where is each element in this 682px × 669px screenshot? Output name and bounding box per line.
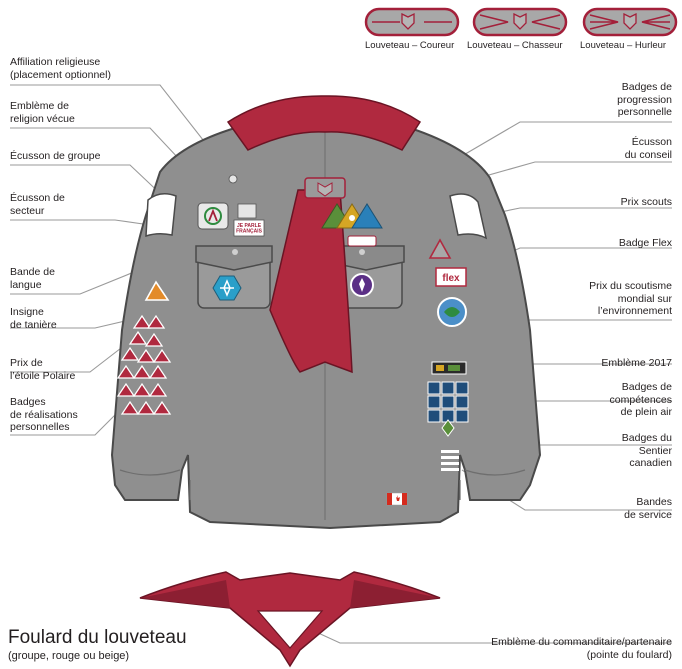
necker-subtitle: (groupe, rouge ou beige): [8, 650, 130, 662]
label-service-stripes: Bandes de service: [624, 496, 672, 521]
sponsor-emblem-area: [256, 610, 324, 649]
rank-badge-howler: [582, 7, 678, 37]
rank-badge-runner: [364, 7, 460, 37]
label-lair-badge: Insigne de tanière: [10, 306, 57, 331]
label-outdoor-skills: Badges de compétences de plein air: [609, 381, 672, 418]
flex-badge-text: flex: [442, 273, 460, 284]
label-council-crest: Écusson du conseil: [624, 136, 672, 161]
label-north-star: Prix de l’étoile Polaire: [10, 357, 76, 382]
label-emblem-2017: Emblème 2017: [601, 357, 672, 369]
scout-awards: [347, 235, 377, 247]
label-language-strip: Bande de langue: [10, 266, 55, 291]
label-religious-affiliation: Affiliation religieuse (placement option…: [10, 56, 111, 81]
religion-emblem: [237, 203, 257, 219]
rank-caption-runner: Louveteau – Coureur: [365, 40, 455, 51]
necker-title: Foulard du louveteau: [8, 627, 187, 648]
label-world-environment: Prix du scoutisme mondial sur l’environn…: [589, 280, 672, 317]
label-scout-awards: Prix scouts: [620, 196, 672, 208]
rank-caption-tracker: Louveteau – Chasseur: [467, 40, 563, 51]
canadian-flag: [386, 492, 408, 506]
language-strip: [233, 219, 265, 237]
sleeve-left-badges: [116, 280, 172, 415]
rank-caption-howler: Louveteau – Hurleur: [580, 40, 667, 51]
religious-affiliation-pin: [228, 174, 238, 184]
sleeve-right-badges: flex: [427, 238, 469, 471]
label-flex: Badge Flex: [618, 237, 672, 249]
label-sponsor-emblem: Emblème du commanditaire/partenaire (poi…: [491, 636, 672, 661]
label-area-crest: Écusson de secteur: [10, 192, 65, 217]
label-progression: Badges de progression personnelle: [617, 81, 672, 118]
label-personal-achievement: Badges de réalisations personnelles: [10, 396, 78, 433]
neckerchief: [139, 571, 441, 668]
group-crest: [197, 202, 229, 230]
rank-badge-tracker: [472, 7, 568, 37]
label-canadian-path: Badges du Sentier canadien: [621, 432, 672, 469]
label-religion-emblem: Emblème de religion vécue: [10, 100, 75, 125]
label-group-crest: Écusson de groupe: [10, 150, 101, 162]
shirt-neckerchief: [226, 95, 422, 374]
progression-badges: [321, 203, 383, 229]
